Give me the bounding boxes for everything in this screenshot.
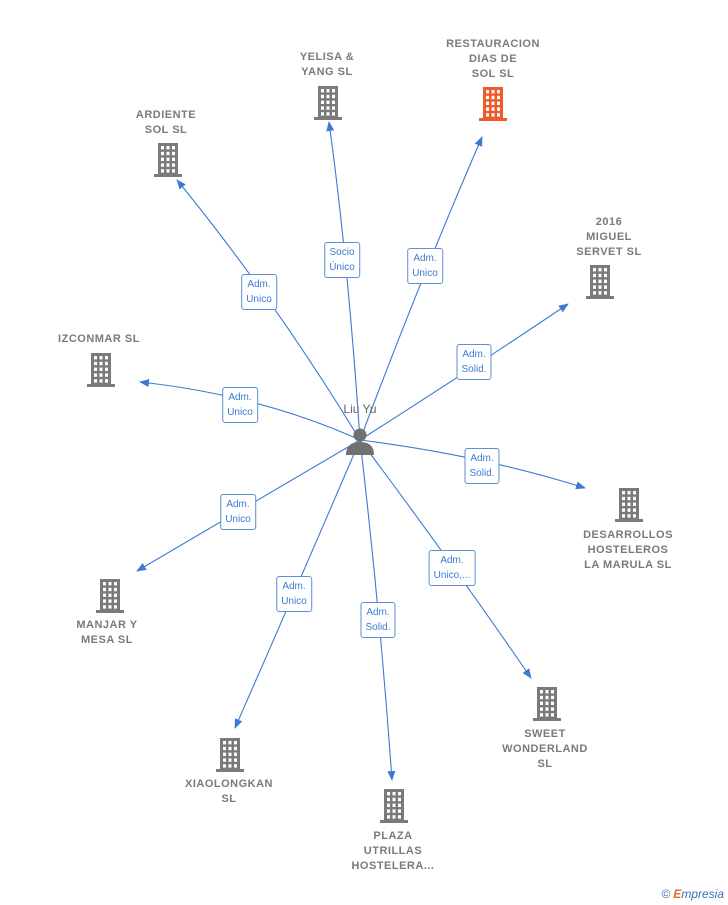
building-icon-sweet[interactable] [533, 687, 561, 721]
company-name-miguel[interactable]: 2016 MIGUEL SERVET SL [576, 216, 642, 258]
building-icon-ardiente[interactable] [154, 143, 182, 177]
company-name-yelisa[interactable]: YELISA & YANG SL [299, 51, 355, 78]
relation-label-izconmar: Adm. Unico [222, 387, 258, 423]
person-icon[interactable] [346, 428, 374, 456]
relation-label-yelisa: Socio Único [324, 242, 360, 278]
company-name-marula[interactable]: DESARROLLOS HOSTELEROS LA MARULA SL [583, 529, 673, 571]
building-icon-restauracion[interactable] [479, 87, 507, 121]
company-name-restauracion[interactable]: RESTAURACION DIAS DE SOL SL [446, 38, 540, 80]
edge-ardiente [176, 179, 361, 441]
relation-label-marula: Adm. Solid. [464, 448, 500, 484]
building-icon-plaza[interactable] [380, 789, 408, 823]
company-name-manjar[interactable]: MANJAR Y MESA SL [76, 619, 138, 646]
building-icon-xiaolongkan[interactable] [216, 738, 244, 772]
company-name-ardiente[interactable]: ARDIENTE SOL SL [135, 109, 197, 136]
company-name-plaza[interactable]: PLAZA UTRILLAS HOSTELERA... [351, 830, 435, 872]
relation-label-sweet: Adm. Unico,... [428, 550, 476, 586]
edge-yelisa [326, 121, 361, 441]
building-icon-izconmar[interactable] [87, 353, 115, 387]
relation-label-xiaolongkan: Adm. Unico [276, 576, 312, 612]
building-icon-miguel[interactable] [586, 265, 614, 299]
relation-label-miguel: Adm. Solid. [456, 344, 492, 380]
relation-label-restauracion: Adm. Unico [407, 248, 443, 284]
building-icon-yelisa[interactable] [314, 86, 342, 120]
relation-label-ardiente: Adm. Unico [241, 274, 277, 310]
relation-label-manjar: Adm. Unico [220, 494, 256, 530]
relation-label-plaza: Adm. Solid. [360, 602, 396, 638]
company-name-xiaolongkan[interactable]: XIAOLONGKAN SL [185, 778, 273, 805]
company-name-izconmar[interactable]: IZCONMAR SL [58, 333, 140, 345]
building-icon-manjar[interactable] [96, 579, 124, 613]
edge-restauracion [359, 136, 483, 441]
center-person-name[interactable]: Liu Yu [343, 402, 377, 416]
brand-logo: ©Empresia [661, 887, 724, 901]
company-name-sweet[interactable]: SWEET WONDERLAND SL [502, 728, 588, 770]
building-icon-marula[interactable] [615, 488, 643, 522]
